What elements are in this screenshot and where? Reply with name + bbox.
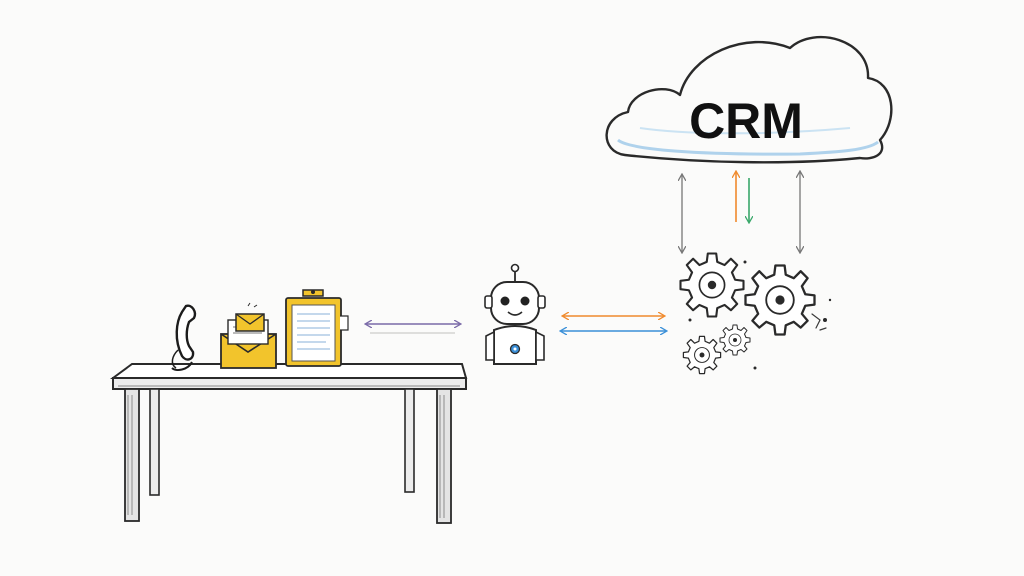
crm-label: CRM [689,93,803,149]
crm-cloud: CRM [605,35,893,164]
gears-icon [679,252,832,375]
clipboard-icon [285,289,349,367]
robot-icon [484,263,546,365]
cloud-shape [605,35,893,164]
robot-gears-arrows [561,316,666,331]
desk-icon [109,363,468,524]
telephone-icon [171,304,197,371]
cloud-gears-arrows [682,172,800,252]
envelope-icon [220,302,277,369]
